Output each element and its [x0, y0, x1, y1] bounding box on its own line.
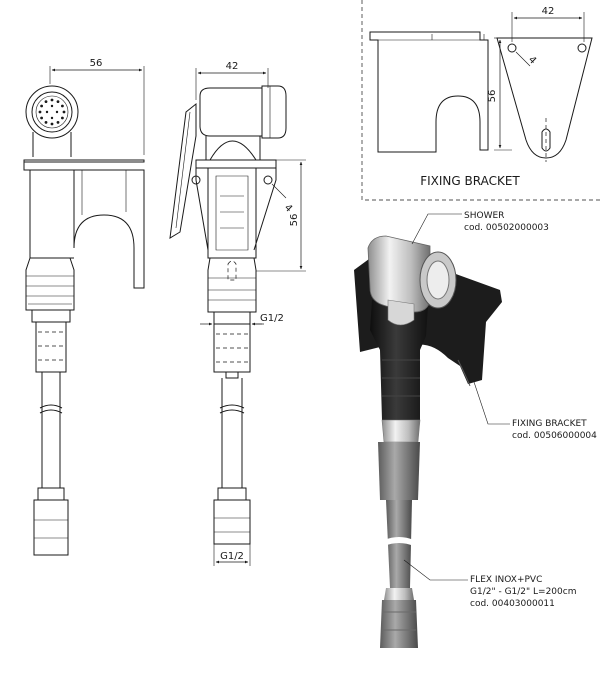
callout-flex-code: cod. 00403000011 — [470, 599, 555, 609]
callout-shower-code: cod. 00502000003 — [464, 223, 549, 233]
bracket-side-plate — [496, 37, 593, 159]
thread-top-label: G1/2 — [260, 313, 284, 324]
bracket-angle-label: 4 — [526, 54, 538, 66]
front-hose — [41, 372, 61, 488]
side-hose — [221, 378, 243, 488]
callout-flex-spec: G1/2" - G1/2" L=200cm — [470, 587, 576, 597]
front-width-label: 56 — [90, 58, 103, 69]
callout-bracket-name: FIXING BRACKET — [512, 419, 587, 429]
callout-shower-name: SHOWER — [464, 211, 504, 221]
bracket-height-dimension: 56 — [487, 37, 512, 151]
thread-top-dimension: G1/2 — [200, 313, 284, 326]
thread-bottom-dimension: G1/2 — [213, 544, 251, 566]
render-hose — [386, 500, 412, 588]
front-width-dimension: 56 — [49, 58, 145, 155]
side-height-label: 56 — [289, 214, 300, 227]
callout-flex: FLEX INOX+PVC G1/2" - G1/2" L=200cm cod.… — [403, 559, 576, 609]
bracket-title: FIXING BRACKET — [420, 174, 520, 188]
shower-head-outline — [25, 85, 79, 139]
callout-shower: SHOWER cod. 00502000003 — [411, 211, 549, 245]
thread-bottom-label: G1/2 — [220, 551, 244, 562]
bracket-width-dimension: 42 — [511, 6, 585, 42]
side-view: 42 56 4 — [169, 61, 306, 566]
fixing-bracket-detail: 42 56 4 FIXING BRACKET — [361, 0, 600, 201]
render-shower-head — [367, 235, 431, 313]
bracket-front-plate — [369, 31, 489, 153]
side-width-label: 42 — [226, 61, 239, 72]
render-nut — [378, 442, 420, 500]
bracket-width-label: 42 — [542, 6, 555, 17]
shower-nozzles — [38, 98, 66, 126]
product-render — [354, 235, 502, 648]
callout-bracket-code: cod. 00506000004 — [512, 431, 597, 441]
callout-bracket: FIXING BRACKET cod. 00506000004 — [473, 381, 597, 441]
bracket-height-label: 56 — [487, 90, 498, 103]
side-shower-head — [199, 87, 263, 137]
side-width-dimension: 42 — [195, 61, 269, 100]
side-angle-label: 4 — [282, 202, 294, 214]
front-bracket-top — [23, 159, 145, 163]
detail-frame — [361, 0, 600, 201]
side-height-dimension: 56 — [256, 159, 306, 272]
callout-flex-name: FLEX INOX+PVC — [470, 575, 542, 585]
front-view: 56 — [23, 58, 145, 556]
side-lever — [169, 102, 197, 239]
